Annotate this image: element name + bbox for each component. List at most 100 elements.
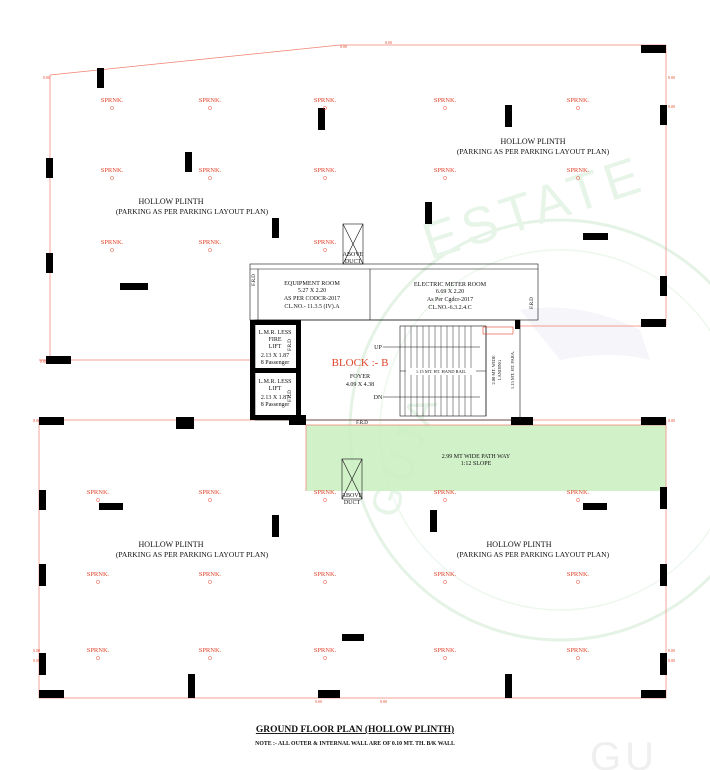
sprinkler: SPRNK. [434,571,457,578]
sprinkler: SPRNK. [199,571,222,578]
dimension-marks: 0.00 0.00 0.00 0.00 0.00 0.00 0.00 0.00 … [33,40,675,704]
svg-text:4.09 X 4.38: 4.09 X 4.38 [346,382,374,388]
svg-text:DUCT: DUCT [344,500,361,506]
duct-top: ABOVE DUCT [343,223,364,265]
sprinkler: SPRNK. [101,239,124,246]
passenger-lift: L.M.R. LESS LIFT 2.13 X 1.87 8 Passenger… [258,379,293,408]
svg-text:0.00: 0.00 [668,648,675,653]
svg-text:0.00: 0.00 [40,359,47,364]
drawing-title: GROUND FLOOR PLAN (HOLLOW PLINTH) [256,724,454,735]
sprinkler: SPRNK. [199,167,222,174]
svg-text:HOLLOW PLINTH: HOLLOW PLINTH [501,137,566,146]
svg-text:6.69 X 2.20: 6.69 X 2.20 [436,289,464,295]
foyer: BLOCK :- B FOYER 4.09 X 4.38 F.R.D [332,357,389,426]
svg-text:2.13 X 1.87: 2.13 X 1.87 [261,353,289,359]
svg-text:ELECTRIC METER ROOM: ELECTRIC METER ROOM [414,281,487,288]
sprinkler: SPRNK. [567,647,590,654]
svg-text:(PARKING AS PER PARKING LAYOUT: (PARKING AS PER PARKING LAYOUT PLAN) [457,147,610,156]
svg-text:1.15 MT. HT. HAND RAIL: 1.15 MT. HT. HAND RAIL [416,369,466,374]
svg-text:0.00: 0.00 [33,418,40,423]
svg-text:1:12 SLOPE: 1:12 SLOPE [461,461,492,467]
svg-text:2.99 MT WIDE PATH WAY: 2.99 MT WIDE PATH WAY [442,454,511,460]
svg-text:5.27 X 2.20: 5.27 X 2.20 [298,288,326,294]
svg-text:0.00: 0.00 [33,648,40,653]
svg-text:0.00: 0.00 [380,699,387,704]
svg-text:AS PER CODCR-2017: AS PER CODCR-2017 [284,296,340,302]
sprinkler: SPRNK. [87,489,110,496]
drawing-note: NOTE :- ALL OUTER & INTERNAL WALL ARE OF… [255,741,455,747]
plot-boundary [38,44,667,699]
svg-text:2.13 X 1.87: 2.13 X 1.87 [261,395,289,401]
svg-text:FIRE: FIRE [268,337,281,343]
svg-text:LANDING: LANDING [497,359,502,380]
staircase: UP DN 1.15 MT. HT. HAND RAIL 2.00 MT. WI… [374,325,515,417]
equipment-room: EQUIPMENT ROOM 5.27 X 2.20 AS PER CODCR-… [252,274,340,310]
svg-text:As Per Cgdcr-2017: As Per Cgdcr-2017 [427,297,473,303]
sprinkler-labels: SPRNK. SPRNK. SPRNK. SPRNK. SPRNK. SPRNK… [87,97,590,654]
hollow-plinth-bottom-right: HOLLOW PLINTH (PARKING AS PER PARKING LA… [457,540,610,559]
sprinkler-heads [96,106,580,660]
sprinkler: SPRNK. [567,571,590,578]
svg-text:0.00: 0.00 [385,40,392,45]
sprinkler: SPRNK. [199,489,222,496]
pathway-slope [306,425,666,491]
sprinkler: SPRNK. [101,167,124,174]
sprinkler: SPRNK. [434,647,457,654]
svg-text:ABOVE: ABOVE [342,493,363,499]
svg-text:F.R.D: F.R.D [288,390,293,402]
hollow-plinth-top-left: HOLLOW PLINTH (PARKING AS PER PARKING LA… [116,197,269,216]
svg-text:1.15 MT. HT. PARA.: 1.15 MT. HT. PARA. [510,351,515,389]
sprinkler: SPRNK. [434,167,457,174]
svg-text:(PARKING AS PER PARKING LAYOUT: (PARKING AS PER PARKING LAYOUT PLAN) [457,550,610,559]
sprinkler: SPRNK. [101,97,124,104]
svg-text:FOYER: FOYER [350,373,371,380]
sprinkler: SPRNK. [567,97,590,104]
svg-text:0.00: 0.00 [33,658,40,663]
svg-text:0.00: 0.00 [668,418,675,423]
svg-text:F.R.D: F.R.D [356,421,368,426]
svg-text:0.00: 0.00 [668,75,675,80]
svg-text:ABOVE: ABOVE [343,252,364,258]
electric-meter-room: ELECTRIC METER ROOM 6.69 X 2.20 As Per C… [414,281,535,311]
structural-columns [39,45,667,698]
svg-text:DN: DN [374,395,383,401]
svg-text:L.M.R. LESS: L.M.R. LESS [258,379,291,385]
svg-text:CL.NO.- 11.3.5 (IV).A: CL.NO.- 11.3.5 (IV).A [284,303,340,310]
svg-text:(PARKING AS PER PARKING LAYOUT: (PARKING AS PER PARKING LAYOUT PLAN) [116,207,269,216]
sprinkler: SPRNK. [199,239,222,246]
hollow-plinth-top-right: HOLLOW PLINTH (PARKING AS PER PARKING LA… [457,137,610,156]
sprinkler: SPRNK. [314,97,337,104]
svg-text:8 Passenger: 8 Passenger [261,360,290,366]
sprinkler: SPRNK. [434,97,457,104]
sprinkler: SPRNK. [314,239,337,246]
sprinkler: SPRNK. [199,647,222,654]
sprinkler: SPRNK. [87,571,110,578]
sprinkler: SPRNK. [434,489,457,496]
sprinkler: SPRNK. [314,571,337,578]
svg-text:LIFT: LIFT [269,386,282,392]
sprinkler: SPRNK. [314,167,337,174]
core-block [249,263,539,421]
svg-text:HOLLOW PLINTH: HOLLOW PLINTH [139,540,204,549]
svg-text:0.00: 0.00 [315,699,322,704]
sprinkler: SPRNK. [567,489,590,496]
svg-text:DUCT: DUCT [345,259,362,265]
svg-text:LIFT: LIFT [269,344,282,350]
svg-text:F.R.D: F.R.D [288,339,293,351]
svg-text:F.R.D: F.R.D [252,274,257,286]
svg-text:0.00: 0.00 [668,104,675,109]
pathway-label: 2.99 MT WIDE PATH WAY 1:12 SLOPE [442,454,511,467]
sprinkler: SPRNK. [314,647,337,654]
svg-text:CL.NO.-6.3.2.4.C: CL.NO.-6.3.2.4.C [428,305,471,311]
svg-text:F.R.D: F.R.D [530,297,535,309]
svg-text:8 Passenger: 8 Passenger [261,402,290,408]
svg-text:2.00 MT. WIDE: 2.00 MT. WIDE [491,355,496,385]
svg-text:GU: GU [590,735,658,770]
svg-text:HOLLOW PLINTH: HOLLOW PLINTH [139,197,204,206]
sprinkler: SPRNK. [567,167,590,174]
svg-text:EQUIPMENT ROOM: EQUIPMENT ROOM [284,280,340,287]
svg-text:0.00: 0.00 [43,75,50,80]
svg-text:(PARKING AS PER PARKING LAYOUT: (PARKING AS PER PARKING LAYOUT PLAN) [116,550,269,559]
svg-text:0.00: 0.00 [340,44,347,49]
